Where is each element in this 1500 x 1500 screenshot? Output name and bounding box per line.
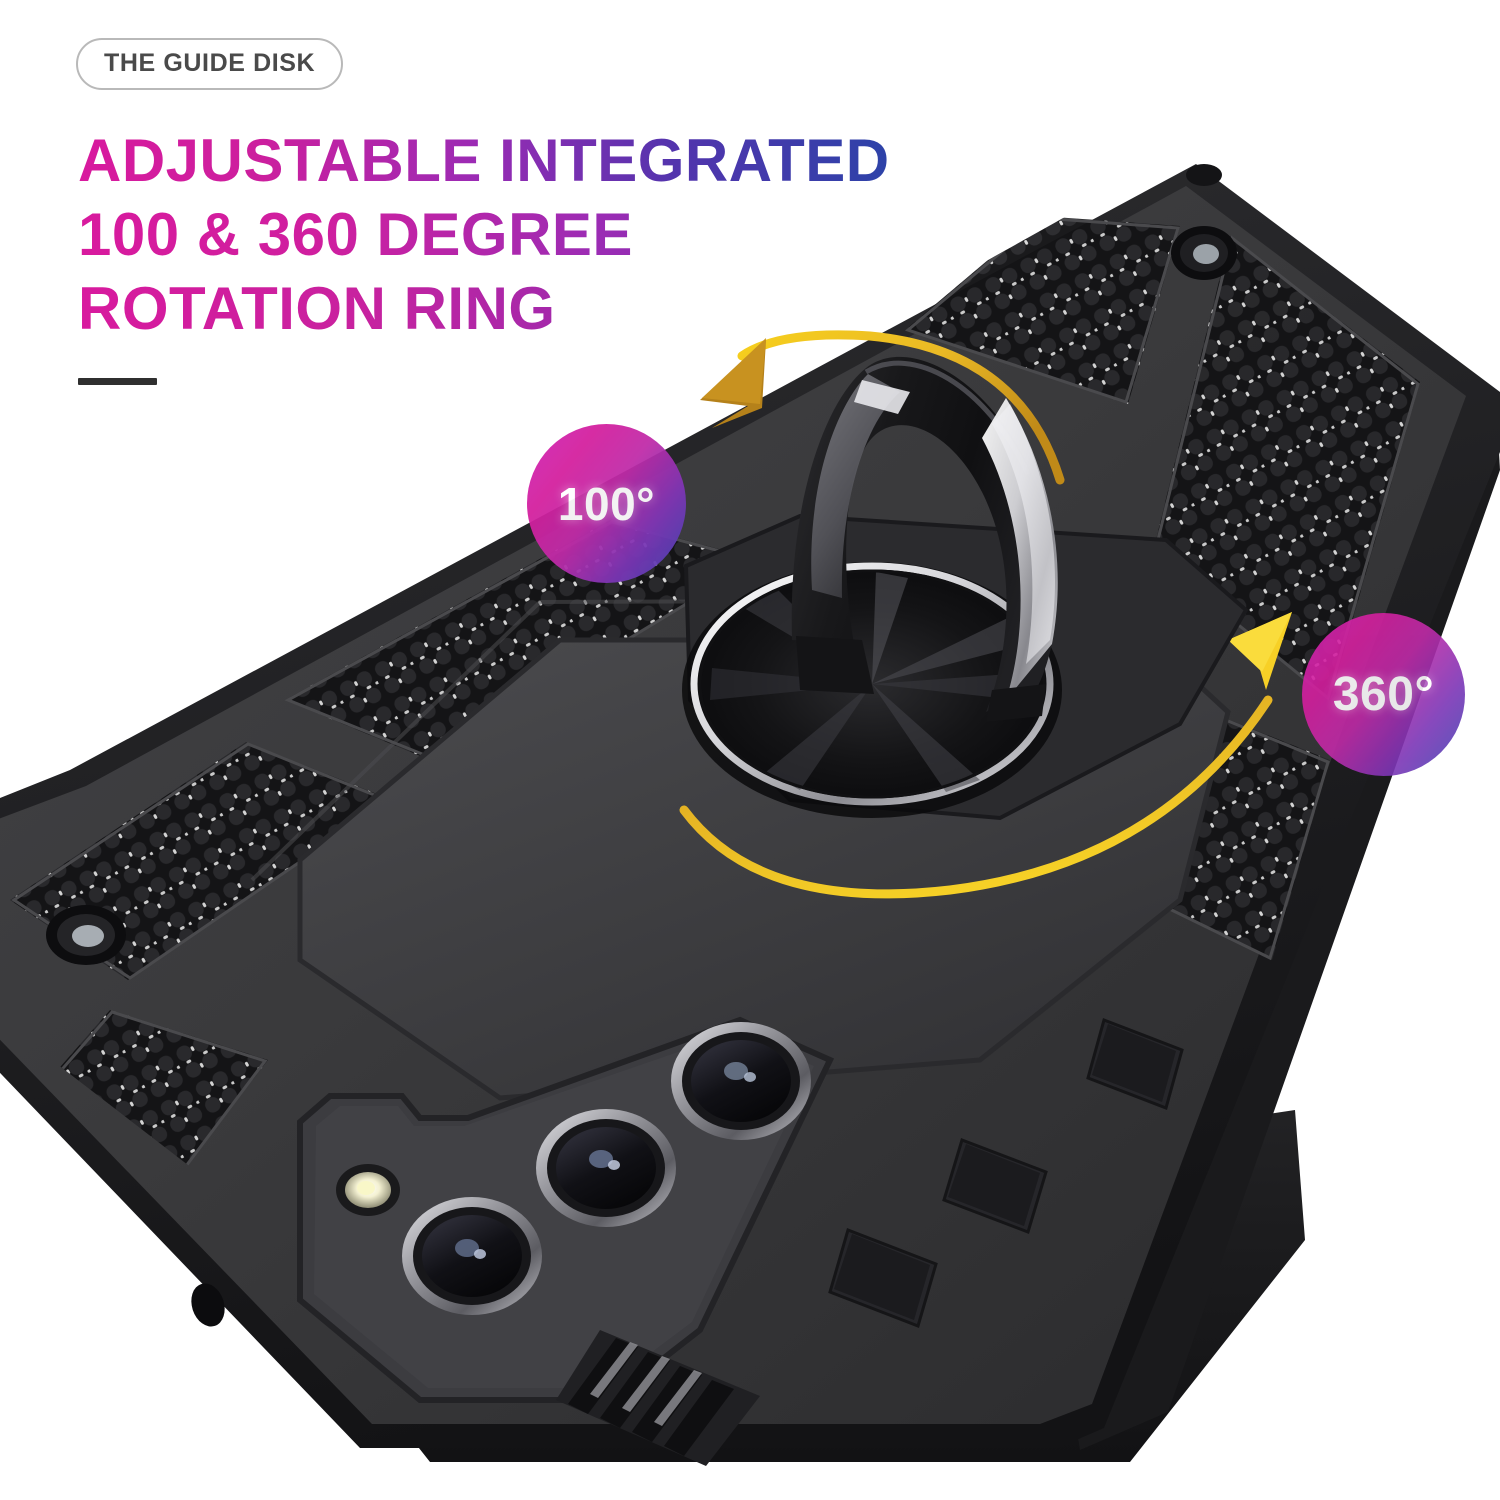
- headline-block: ADJUSTABLE INTEGRATED 100 & 360 DEGREE R…: [78, 124, 908, 346]
- rotation-360-label: 360°: [1332, 667, 1435, 721]
- rotation-360-badge: 360°: [1302, 613, 1465, 776]
- headline-line-2: 100 & 360 DEGREE: [78, 198, 908, 272]
- rotation-100-label: 100°: [557, 477, 656, 530]
- headline-line-1: ADJUSTABLE INTEGRATED: [78, 124, 908, 198]
- tilt-100-arrow: [700, 330, 1065, 485]
- kickstand-ring: [682, 356, 1249, 821]
- case-grip-stripes: [556, 1330, 760, 1466]
- spin-360-arrow: [679, 612, 1292, 899]
- headline-divider: [78, 378, 157, 385]
- headline-line-3: ROTATION RING: [78, 272, 908, 346]
- camera-module: [297, 1016, 835, 1403]
- guide-disk-badge-label: THE GUIDE DISK: [104, 49, 316, 77]
- case-side-buttons: [828, 1018, 1184, 1328]
- guide-disk-badge: THE GUIDE DISK: [76, 38, 344, 90]
- rotation-100-badge: 100°: [527, 424, 686, 583]
- case-ports: [46, 164, 1237, 1327]
